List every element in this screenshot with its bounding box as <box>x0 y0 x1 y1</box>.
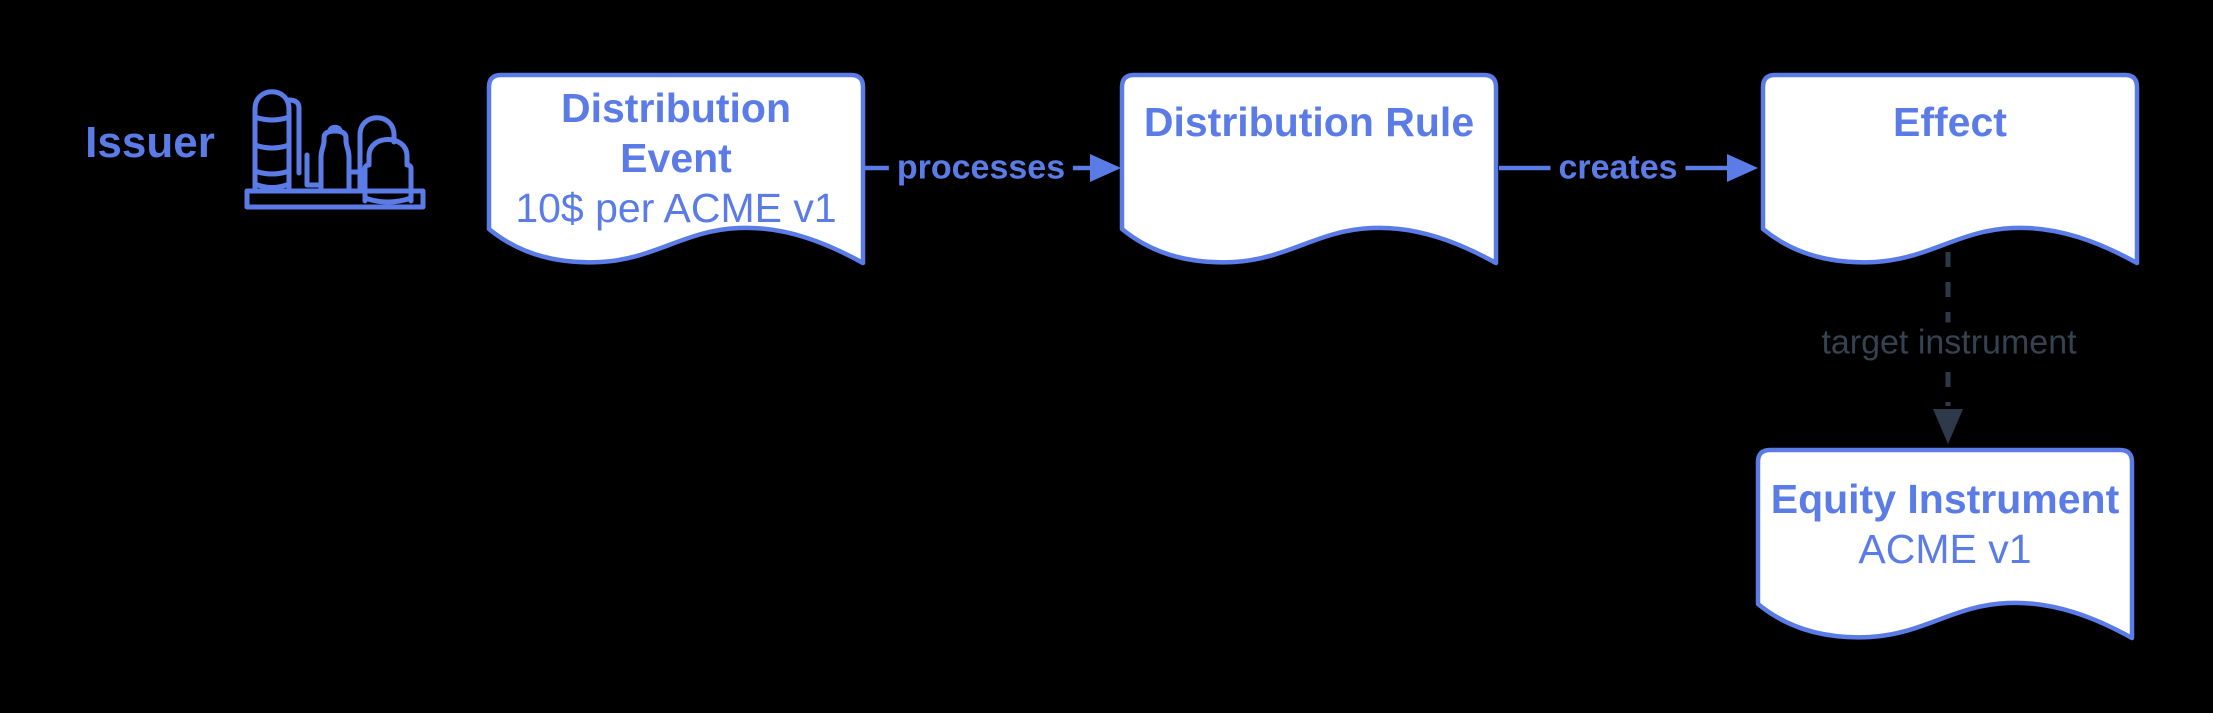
doc-node-distribution-event: Distribution Event 10$ per ACME v1 <box>486 71 866 273</box>
node-subtitle: ACME v1 <box>1858 526 2032 572</box>
doc-node-effect: Effect <box>1760 71 2140 273</box>
node-subtitle: 10$ per ACME v1 <box>515 185 837 231</box>
doc-node-distribution-rule: Distribution Rule <box>1119 71 1499 273</box>
node-text: Distribution Event 10$ per ACME v1 <box>496 83 856 233</box>
edge-label-processes: processes <box>888 147 1074 189</box>
document-shape <box>1760 72 2140 266</box>
node-title: Equity Instrument <box>1770 476 2120 522</box>
arrowhead-icon <box>1090 154 1121 182</box>
arrowhead-icon <box>1727 154 1758 182</box>
node-text: Distribution Rule <box>1129 97 1489 147</box>
node-text: Equity Instrument ACME v1 <box>1765 474 2125 574</box>
issuer-label: Issuer <box>85 118 215 167</box>
document-shape <box>486 72 866 266</box>
edge-label-target-instrument: target instrument <box>1811 322 2087 364</box>
node-text: Effect <box>1770 97 2130 147</box>
factory-icon <box>244 89 426 210</box>
document-shape <box>1755 447 2135 641</box>
edge-label-creates: creates <box>1550 147 1686 189</box>
node-title: Distribution Event <box>560 85 792 181</box>
doc-node-equity-instrument: Equity Instrument ACME v1 <box>1755 446 2135 648</box>
node-title: Distribution Rule <box>1143 99 1475 145</box>
arrowhead-icon <box>1933 409 1963 444</box>
document-shape <box>1119 72 1499 266</box>
node-title: Effect <box>1893 99 2007 145</box>
